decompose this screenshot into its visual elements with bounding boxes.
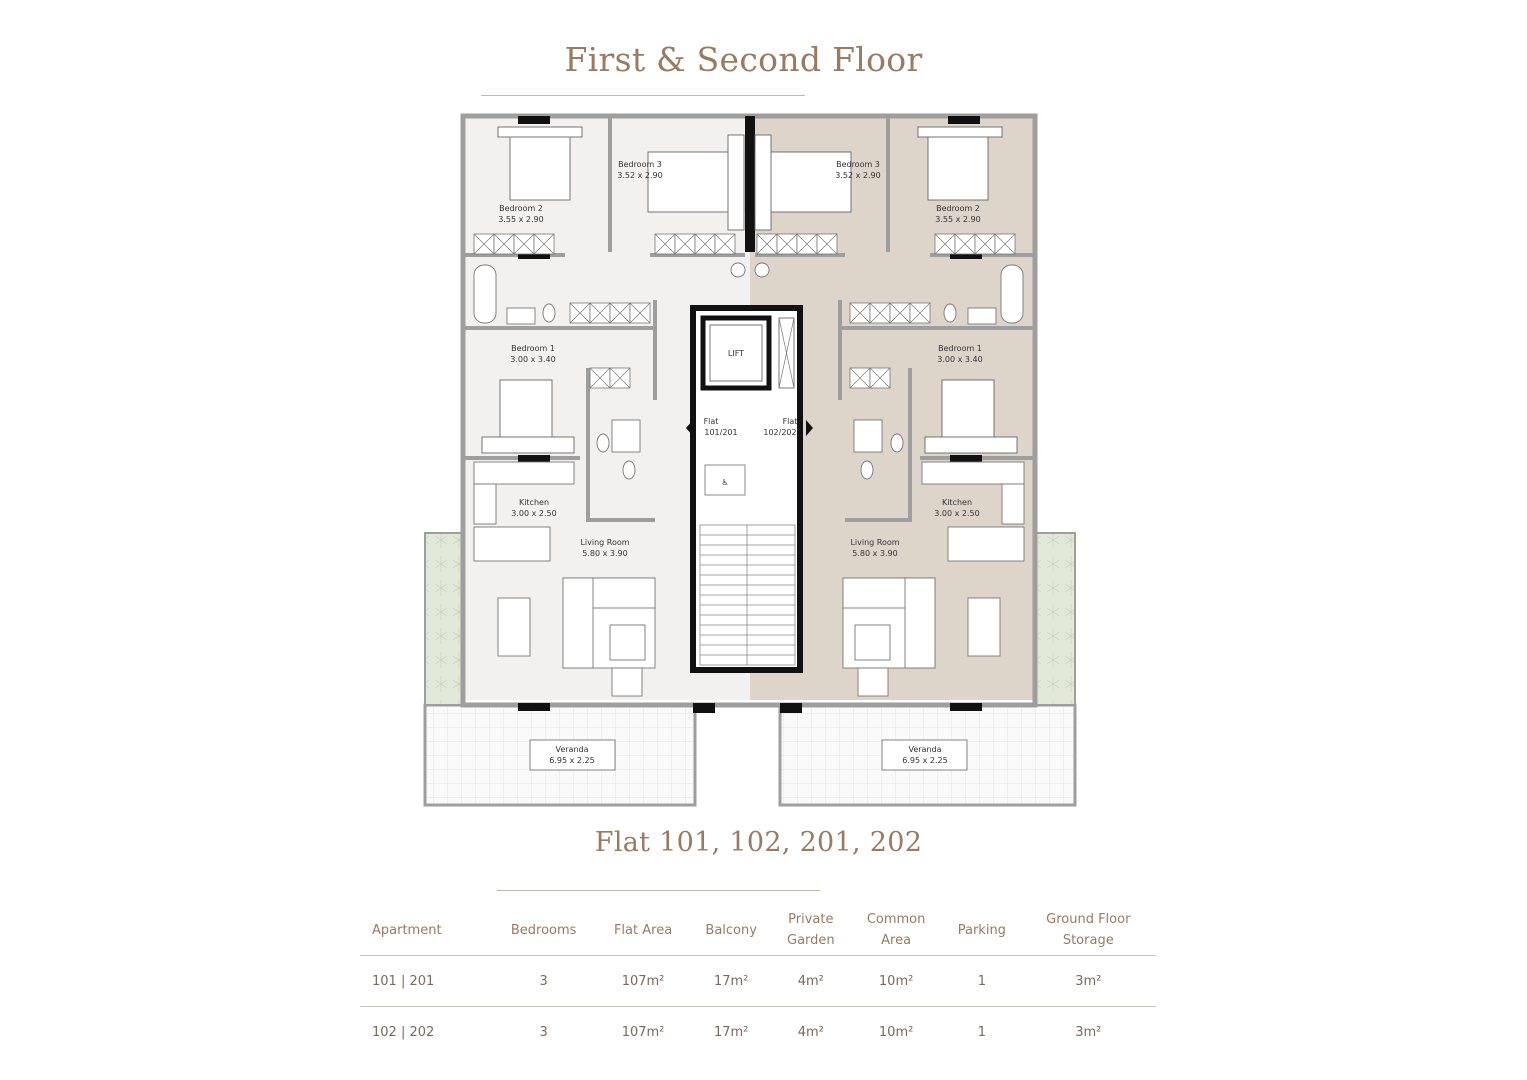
label-left-bedroom2: Bedroom 2 <box>499 204 543 213</box>
cell-apartment: 101 | 201 <box>360 955 491 1007</box>
structural-columns <box>518 116 982 713</box>
size-right-bedroom3: 3.52 x 2.90 <box>835 171 880 180</box>
bathroom-fixtures <box>473 262 1024 480</box>
kitchen-units <box>473 461 1025 562</box>
label-right-bedroom2: Bedroom 2 <box>936 204 980 213</box>
header-flat-area: Flat Area <box>596 905 690 956</box>
size-left-kitchen: 3.00 x 2.50 <box>511 509 556 518</box>
cell-private-garden: 4m² <box>772 955 850 1007</box>
cell-balcony: 17m² <box>713 1024 749 1040</box>
size-right-bedroom1: 3.00 x 3.40 <box>937 355 982 364</box>
floor-plan: ♿ <box>423 113 1077 807</box>
label-right-bedroom1: Bedroom 1 <box>938 344 982 353</box>
cell-storage: 3m² <box>1075 1024 1102 1040</box>
header-apartment: Apartment <box>360 905 491 956</box>
room-labels: Bedroom 2 3.55 x 2.90 Bedroom 3 3.52 x 2… <box>498 160 982 765</box>
label-right-veranda: Veranda <box>908 745 941 754</box>
label-right-bedroom3: Bedroom 3 <box>836 160 880 169</box>
table-row: 102 | 202 3 107m² 17m² 4m² 10m² 1 3m² <box>360 1007 1156 1058</box>
interior-walls <box>463 116 1035 522</box>
cell-private-garden: 4m² <box>797 1024 824 1040</box>
label-entry-left: Flat <box>704 417 719 426</box>
size-right-bedroom2: 3.55 x 2.90 <box>935 215 980 224</box>
header-bedrooms: Bedrooms <box>491 905 597 956</box>
cell-balcony: 17m² <box>689 955 773 1007</box>
label-lift: LIFT <box>728 349 744 358</box>
label-right-living: Living Room <box>850 538 899 547</box>
cell-storage: 3m² <box>1020 955 1156 1007</box>
size-left-bedroom1: 3.00 x 3.40 <box>510 355 555 364</box>
cell-flat-area: 107m² <box>621 1024 665 1040</box>
label-left-bedroom1: Bedroom 1 <box>511 344 555 353</box>
cell-bedrooms: 3 <box>491 955 597 1007</box>
cell-bedrooms: 3 <box>539 1024 548 1040</box>
number-entry-left: 101/201 <box>704 428 737 437</box>
size-left-living: 5.80 x 3.90 <box>582 549 627 558</box>
flats-title: Flat 101, 102, 201, 202 <box>594 827 923 858</box>
cell-flat-area: 107m² <box>596 955 690 1007</box>
number-entry-right: 102/202 <box>763 428 796 437</box>
size-left-veranda: 6.95 x 2.25 <box>549 756 594 765</box>
garden-left <box>424 532 464 706</box>
furniture-beds <box>481 126 1018 454</box>
size-left-bedroom2: 3.55 x 2.90 <box>498 215 543 224</box>
label-left-veranda: Veranda <box>555 745 588 754</box>
cell-parking: 1 <box>943 955 1021 1007</box>
label-entry-right: Flat <box>783 417 798 426</box>
label-left-living: Living Room <box>580 538 629 547</box>
size-right-living: 5.80 x 3.90 <box>852 549 897 558</box>
cell-common-area: 10m² <box>849 955 944 1007</box>
header-balcony: Balcony <box>689 905 773 956</box>
entry-arrow-right-icon <box>806 420 813 436</box>
size-right-veranda: 6.95 x 2.25 <box>902 756 947 765</box>
flats-divider <box>497 890 820 891</box>
size-left-bedroom3: 3.52 x 2.90 <box>617 171 662 180</box>
cell-apartment: 102 | 202 <box>372 1024 435 1040</box>
wheelchair-icon: ♿ <box>721 478 728 487</box>
label-left-kitchen: Kitchen <box>519 498 549 507</box>
cell-parking: 1 <box>977 1024 986 1040</box>
lift-shaft <box>700 315 772 391</box>
header-parking: Parking <box>943 905 1021 956</box>
living-furniture <box>497 577 1001 771</box>
cell-common-area: 10m² <box>878 1024 914 1040</box>
label-right-kitchen: Kitchen <box>942 498 972 507</box>
size-right-kitchen: 3.00 x 2.50 <box>934 509 979 518</box>
table-row: 101 | 201 3 107m² 17m² 4m² 10m² 1 3m² <box>360 955 1156 1007</box>
title-divider <box>481 95 805 96</box>
flat-specs-table: Apartment Bedrooms Flat Area Balcony Pri… <box>360 905 1156 1057</box>
page-title: First & Second Floor <box>564 40 923 79</box>
table-header-row: Apartment Bedrooms Flat Area Balcony Pri… <box>360 905 1156 956</box>
staircase <box>699 524 796 666</box>
garden-right <box>1034 532 1076 706</box>
label-left-bedroom3: Bedroom 3 <box>618 160 662 169</box>
entry-arrow-left-icon <box>686 420 693 436</box>
